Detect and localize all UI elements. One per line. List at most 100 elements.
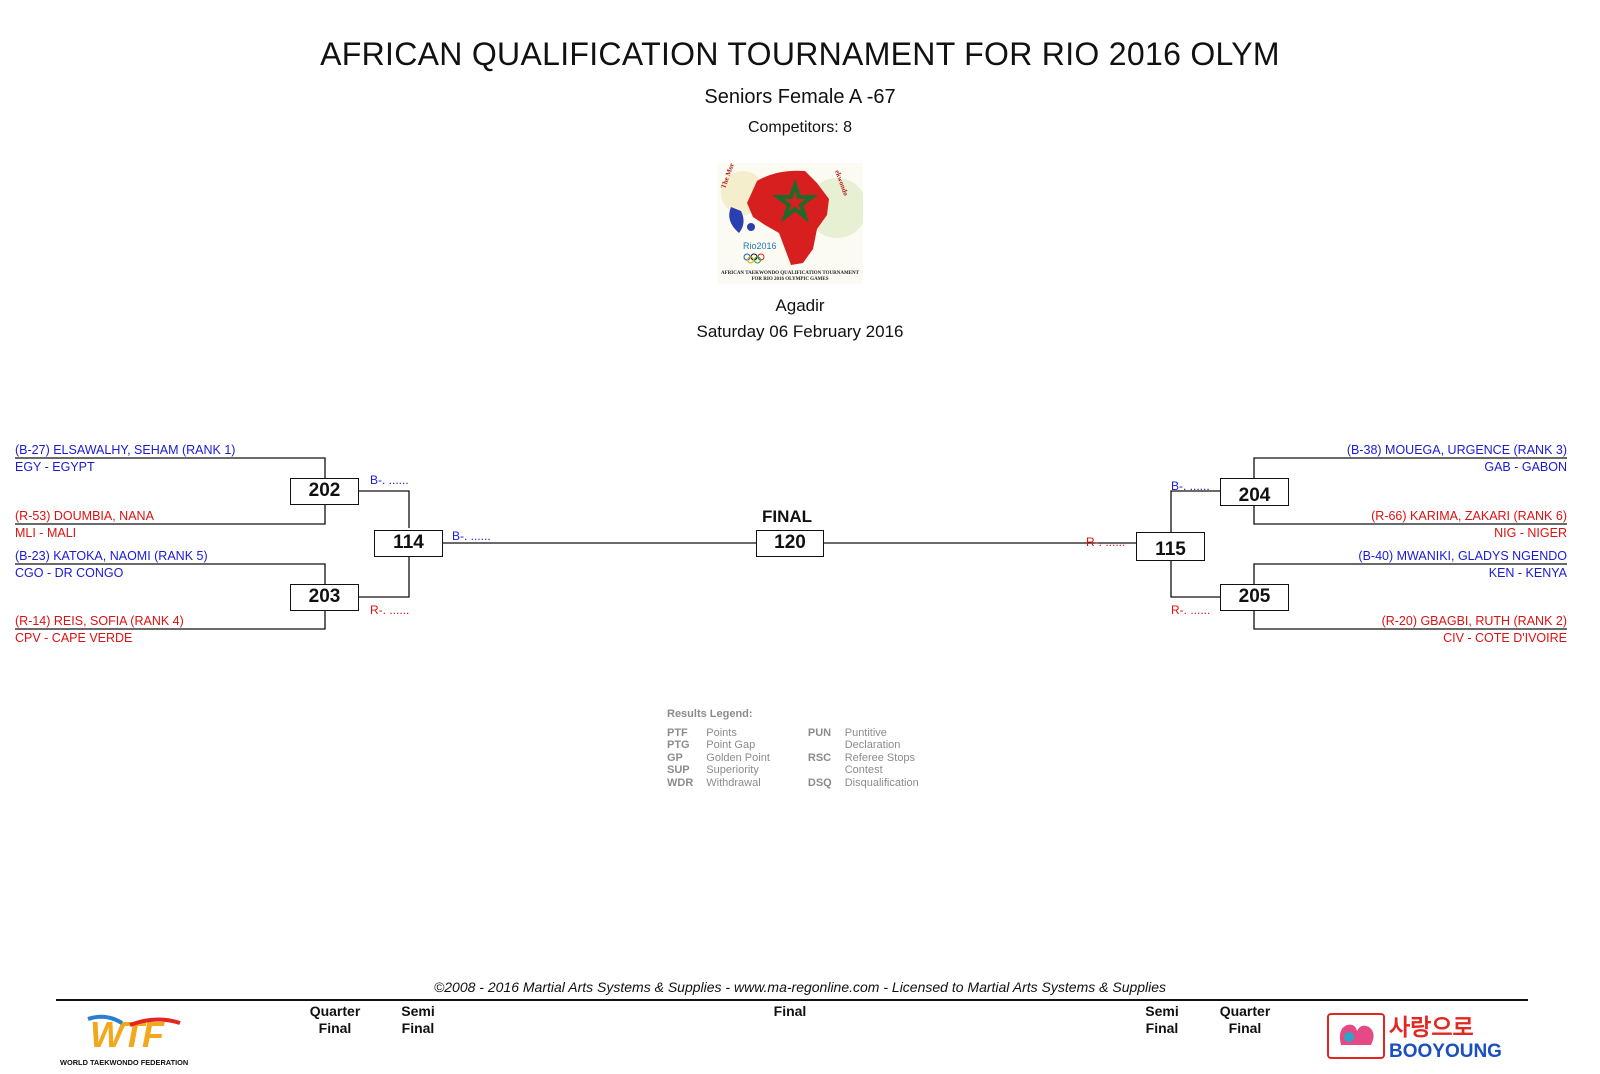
slot-right-204-winner: B-. ......	[1171, 479, 1210, 493]
round-label-quarter-right: Quarter Final	[1205, 1003, 1285, 1037]
wtf-swoosh-red-icon	[129, 1017, 181, 1027]
competitor-left-1-name: (B-27) ELSAWALHY, SEHAM (RANK 1)	[15, 443, 236, 457]
legend-code: PUN	[807, 726, 832, 739]
match-box-final-120[interactable]: 120	[756, 530, 824, 557]
line-left-comp1	[15, 457, 326, 478]
legend-text: Point Gap	[706, 739, 756, 751]
legend-text: Golden Point	[706, 751, 770, 764]
legend-code: SUP	[667, 764, 690, 776]
footer-divider	[56, 999, 1528, 1001]
line-left-comp4	[15, 610, 326, 630]
line-right-comp4	[1253, 610, 1567, 630]
round-label-line: Quarter	[309, 1003, 361, 1019]
wtf-caption: WORLD TAEKWONDO FEDERATION	[60, 1058, 188, 1067]
athlete-icon	[729, 207, 744, 233]
slot-right-115-winner: R-. ......	[1086, 535, 1126, 549]
line-right-205-to-115	[1170, 561, 1220, 598]
division-subtitle: Seniors Female A -67	[704, 86, 896, 108]
match-box-114[interactable]: 114	[374, 530, 443, 557]
match-box-115[interactable]: 115	[1136, 532, 1205, 561]
event-date: Saturday 06 February 2016	[696, 322, 904, 341]
match-box-205[interactable]: 205	[1220, 584, 1289, 611]
competitor-left-1-country: EGY - EGYPT	[15, 460, 95, 474]
legend-table: PTF Points PUN Puntitive PTG Point Gap D…	[667, 727, 931, 790]
competitor-right-4-name: (R-20) GBAGBI, RUTH (RANK 2)	[1381, 614, 1567, 628]
legend-row: WDR Withdrawal DSQ Disqualification	[667, 777, 931, 790]
page-title: AFRICAN QUALIFICATION TOURNAMENT FOR RIO…	[320, 36, 1280, 72]
legend-text: Points	[706, 726, 737, 739]
competitor-left-2-name: (R-53) DOUMBIA, NANA	[15, 509, 154, 523]
legend-row: PTG Point Gap Declaration	[667, 739, 931, 752]
round-label-line: Quarter	[1219, 1003, 1271, 1019]
slot-left-202-winner: B-. ......	[370, 473, 409, 487]
match-box-204[interactable]: 204	[1220, 478, 1289, 506]
match-box-202[interactable]: 202	[290, 478, 359, 505]
match-box-203[interactable]: 203	[290, 584, 359, 611]
legend-row: SUP Superiority Contest	[667, 764, 931, 777]
legend-text: Withdrawal	[706, 776, 761, 789]
legend-code: GP	[667, 751, 683, 764]
legend-code: WDR	[667, 776, 694, 789]
legend-text: Disqualification	[844, 776, 919, 789]
copyright-notice: ©2008 - 2016 Martial Arts Systems & Supp…	[433, 979, 1167, 995]
competitor-left-2-country: MLI - MALI	[15, 526, 77, 540]
booyoung-logo: 사랑으로 BOOYOUNG	[1327, 1013, 1502, 1059]
venue: Agadir	[775, 296, 825, 315]
event-logo: Rio2016 The Mor ekwondo AFRICAN TAEKWOND…	[717, 163, 863, 284]
round-label-line: Semi	[1145, 1003, 1179, 1019]
legend-code: RSC	[807, 751, 832, 764]
round-label-line: Final	[1145, 1020, 1179, 1036]
slot-left-114-winner: B-. ......	[452, 529, 491, 543]
round-label-line: Final	[318, 1020, 352, 1036]
line-right-comp1	[1253, 457, 1567, 478]
line-left-202-to-114	[359, 490, 410, 528]
legend-text: Superiority	[706, 764, 759, 776]
line-right-204-to-115	[1170, 490, 1220, 532]
wtf-logo: WTF WORLD TAEKWONDO FEDERATION	[60, 1014, 188, 1067]
round-label-line: Final	[401, 1020, 435, 1036]
competitor-count: Competitors: 8	[747, 119, 853, 136]
legend-row: GP Golden Point RSC Referee Stops	[667, 752, 931, 765]
legend-row: PTF Points PUN Puntitive	[667, 727, 931, 740]
competitor-right-2-country: NIG - NIGER	[1494, 526, 1567, 540]
competitor-left-4-name: (R-14) REIS, SOFIA (RANK 4)	[15, 614, 184, 628]
round-label-line: Semi	[401, 1003, 435, 1019]
legend-text: Declaration	[844, 739, 901, 751]
competitor-left-3-country: CGO - DR CONGO	[15, 566, 124, 580]
legend-code: PTG	[667, 739, 690, 751]
competitor-left-3-name: (B-23) KATOKA, NAOMI (RANK 5)	[15, 549, 208, 563]
competitor-right-3-name: (B-40) MWANIKI, GLADYS NGENDO	[1358, 549, 1567, 563]
competitor-right-4-country: CIV - COTE D'IVOIRE	[1443, 631, 1567, 645]
line-left-comp3	[15, 563, 326, 584]
line-right-comp2	[1253, 505, 1567, 525]
competitor-right-3-country: KEN - KENYA	[1488, 566, 1567, 580]
slot-right-205-winner: R-. ......	[1171, 603, 1211, 617]
final-label: FINAL	[762, 507, 813, 526]
green-star-icon	[771, 178, 819, 223]
round-label-semi-left: Semi Final	[378, 1003, 458, 1037]
round-label-final: Final	[750, 1003, 830, 1020]
legend-code	[808, 739, 845, 752]
round-label-semi-right: Semi Final	[1122, 1003, 1202, 1037]
logo-caption-2: FOR RIO 2016 OLYMPIC GAMES	[751, 277, 828, 282]
competitor-right-1-country: GAB - GABON	[1484, 460, 1567, 474]
wtf-swoosh-blue-icon	[87, 1014, 124, 1025]
line-left-203-to-114	[359, 557, 410, 598]
logo-caption-1: AFRICAN TAEKWONDO QUALIFICATION TOURNAME…	[721, 271, 860, 276]
legend-text: Contest	[844, 764, 883, 776]
legend-heading: Results Legend:	[667, 708, 753, 720]
competitor-left-4-country: CPV - CAPE VERDE	[15, 631, 133, 645]
round-label-quarter-left: Quarter Final	[295, 1003, 375, 1037]
line-right-comp3	[1253, 563, 1567, 584]
competitor-right-2-name: (R-66) KARIMA, ZAKARI (RANK 6)	[1371, 509, 1567, 523]
sponsor-korean: 사랑으로	[1389, 1015, 1474, 1041]
competitor-right-1-name: (B-38) MOUEGA, URGENCE (RANK 3)	[1346, 443, 1567, 457]
results-legend: Results Legend: PTF Points PUN Puntitive…	[667, 708, 931, 789]
legend-code: PTF	[667, 726, 688, 739]
legend-text: Referee Stops	[844, 751, 916, 764]
legend-text: Puntitive	[844, 726, 887, 739]
sponsor-name: BOOYOUNG	[1389, 1041, 1502, 1059]
legend-code: DSQ	[807, 776, 832, 789]
africa-map-icon	[747, 170, 829, 265]
